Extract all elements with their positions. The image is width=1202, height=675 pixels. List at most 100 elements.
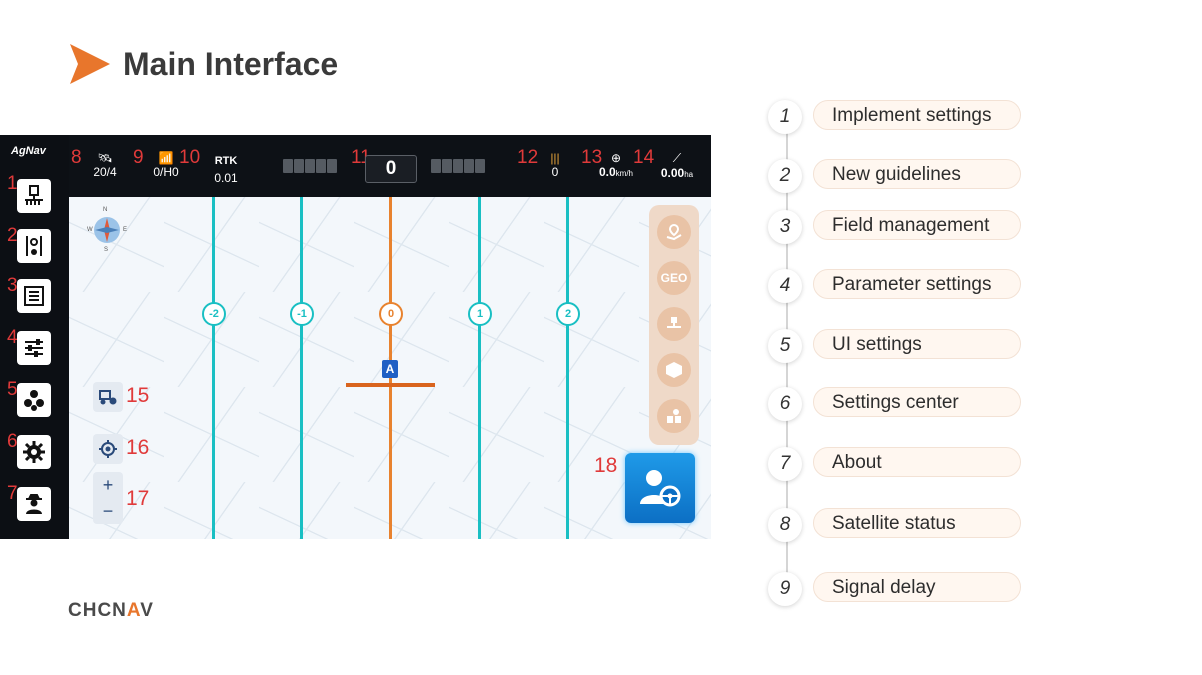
legend-number: 2	[768, 159, 802, 193]
brand-logo: CHCNAV	[68, 600, 154, 622]
slide-title: Main Interface	[123, 46, 339, 82]
legend-number: 9	[768, 572, 802, 606]
signal-delay[interactable]: 📶 0/H0	[149, 151, 183, 179]
vehicle-marker[interactable]: A	[382, 360, 398, 378]
field-icon	[24, 286, 44, 306]
callout-number: 10	[179, 147, 201, 168]
compass-e: E	[123, 227, 128, 233]
signal-value: 0/H0	[153, 165, 179, 179]
brand-text-end: V	[140, 600, 154, 621]
legend-number: 6	[768, 387, 802, 421]
zoom-out-button[interactable]: −	[102, 501, 114, 521]
legend-label: Signal delay	[813, 572, 1021, 602]
zoom-in-button[interactable]: +	[102, 475, 114, 495]
guide-line	[300, 197, 303, 539]
map-pin-icon	[666, 223, 682, 241]
gear-icon	[23, 441, 45, 463]
lightbar-left	[283, 159, 349, 175]
sidebar: AgNav 1 2 3 4	[0, 135, 69, 539]
implement-icon	[667, 317, 681, 328]
locate-button[interactable]	[93, 434, 123, 464]
implement-icon	[25, 185, 43, 205]
guide-line	[478, 197, 481, 539]
antenna-icon: 📶	[158, 151, 174, 165]
brand-text: CHCN	[68, 600, 127, 621]
parameter-settings-button[interactable]	[17, 331, 51, 365]
sidebar-num: 1	[7, 173, 18, 194]
compass-icon	[94, 217, 120, 243]
callout-number: 8	[71, 147, 82, 168]
sidebar-num: 5	[7, 379, 18, 400]
zoom-control: + −	[93, 472, 123, 524]
area-status[interactable]: ⟋ 0.00ha	[653, 151, 701, 180]
guide-label: 1	[468, 302, 492, 326]
callout-number: 16	[126, 436, 150, 459]
legend-label: New guidelines	[813, 159, 1021, 189]
area-value: 0.00	[660, 166, 685, 180]
rtk-label: RTK	[214, 155, 238, 167]
satellite-status[interactable]: 🛰 20/4	[89, 151, 121, 179]
implement-settings-button[interactable]	[17, 179, 51, 213]
sidebar-num: 2	[7, 225, 18, 246]
legend-label: Implement settings	[813, 100, 1021, 130]
legend-label: Settings center	[813, 387, 1021, 417]
settings-center-button[interactable]	[17, 435, 51, 469]
callout-number: 9	[133, 147, 144, 168]
legend-number: 1	[768, 100, 802, 134]
new-guidelines-button[interactable]	[17, 229, 51, 263]
arrow-icon	[70, 44, 110, 84]
geo-button[interactable]: GEO	[657, 261, 691, 295]
compass-s: S	[104, 247, 109, 253]
callout-number: 13	[581, 147, 603, 168]
offset-readout: 0	[365, 155, 417, 183]
tractor-icon	[99, 390, 117, 405]
guideline-icon	[26, 236, 42, 256]
rtk-status[interactable]: RTK 0.01	[209, 155, 243, 185]
auto-steer-button[interactable]	[625, 453, 695, 523]
sliders-icon	[25, 339, 43, 357]
map-point-button[interactable]	[657, 215, 691, 249]
slide-header: Main Interface	[68, 42, 338, 86]
brand-accent: A	[126, 600, 141, 621]
package-button[interactable]	[657, 353, 691, 387]
legend-label: About	[813, 447, 1021, 477]
sidebar-num: 7	[7, 483, 18, 504]
layers-icon	[667, 409, 681, 423]
legend-number: 4	[768, 269, 802, 303]
app-logo: AgNav	[11, 145, 46, 157]
bars-icon: |||	[550, 151, 560, 165]
callout-number: 12	[517, 147, 539, 168]
legend-label: Parameter settings	[813, 269, 1021, 299]
rtk-value: 0.01	[214, 171, 238, 185]
ui-settings-button[interactable]	[17, 383, 51, 417]
legend-number: 8	[768, 508, 802, 542]
app-screenshot: AgNav 1 2 3 4	[0, 135, 711, 539]
status-12[interactable]: ||| 0	[543, 151, 567, 179]
box-icon	[666, 362, 682, 378]
tool-panel: GEO	[649, 205, 699, 445]
steering-wheel-icon: ⊕	[610, 151, 622, 165]
callout-number: 15	[126, 384, 150, 407]
driver-steering-icon	[640, 470, 681, 507]
compass-w: W	[87, 227, 93, 233]
legend-number: 5	[768, 329, 802, 363]
vehicle-view-button[interactable]	[93, 382, 123, 412]
compass[interactable]: N W E S	[87, 207, 127, 255]
satellite-value: 20/4	[93, 165, 117, 179]
guide-label-current: 0	[379, 302, 403, 326]
guide-label: 2	[556, 302, 580, 326]
legend-label: Field management	[813, 210, 1021, 240]
legend-label: UI settings	[813, 329, 1021, 359]
layers-button[interactable]	[657, 399, 691, 433]
speed-status[interactable]: ⊕ 0.0km/h	[591, 151, 641, 179]
compass-n: N	[103, 207, 108, 213]
satellite-icon: 🛰	[97, 151, 113, 165]
legend-number: 3	[768, 210, 802, 244]
implement-view-button[interactable]	[657, 307, 691, 341]
map-view[interactable]: N W E S -2 -1 0 1 2 A GEO	[69, 197, 711, 539]
callout-number: 14	[633, 147, 655, 168]
about-button[interactable]	[17, 487, 51, 521]
field-management-button[interactable]	[17, 279, 51, 313]
sidebar-num: 6	[7, 431, 18, 452]
implement-bar	[346, 383, 435, 387]
